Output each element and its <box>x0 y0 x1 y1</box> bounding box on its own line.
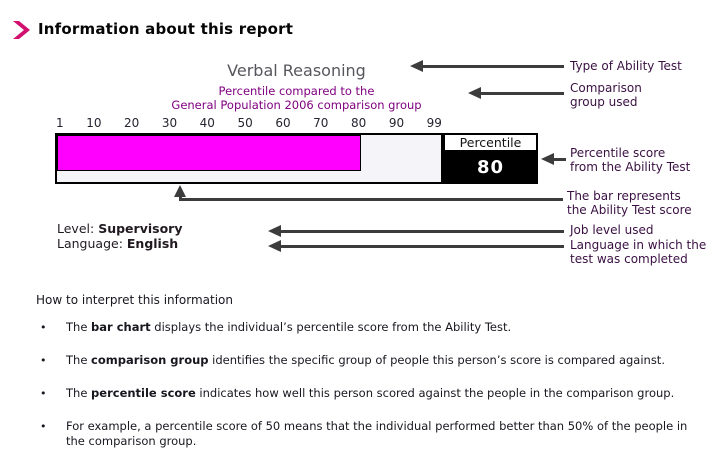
scale-label: 20 <box>124 116 140 130</box>
bullet-dot: • <box>40 321 47 334</box>
arrow-comparison-group-head <box>468 87 481 99</box>
percentile-box-header: Percentile <box>443 133 538 152</box>
annotation-type-of-test: Type of Ability Test <box>570 59 682 73</box>
job-level: Level: Supervisory <box>57 221 182 236</box>
job-level-value: Supervisory <box>98 221 183 236</box>
percentile-bar-fill <box>57 135 362 171</box>
test-language-label: Language: <box>57 236 123 251</box>
interpretation-list: • The bar chart displays the individual’s… <box>38 320 698 467</box>
chart-header: Verbal Reasoning Percentile compared to … <box>55 61 538 112</box>
percentile-bar-track <box>55 133 443 184</box>
bullet-dot: • <box>40 420 47 433</box>
test-language-value: English <box>126 236 179 251</box>
arrow-language-line <box>280 245 564 248</box>
arrow-comparison-group-line <box>480 92 564 95</box>
arrow-job-level-line <box>280 230 564 233</box>
job-level-label: Level: <box>57 221 95 236</box>
page-title: Information about this report <box>38 20 294 38</box>
scale-label: 90 <box>388 116 405 130</box>
interpretation-bullet: • The comparison group identifies the spe… <box>38 353 698 368</box>
bullet-text: For example, a percentile score of 50 me… <box>66 419 688 448</box>
arrow-type-of-test-line <box>422 65 564 68</box>
percentile-value-box: Percentile 80 <box>443 133 538 184</box>
bullet-dot: • <box>40 387 47 400</box>
bullet-text: The comparison group identifies the spec… <box>66 353 665 367</box>
scale-label: 30 <box>161 116 178 130</box>
arrow-percentile-score-head <box>541 153 554 165</box>
scale-label: 80 <box>350 116 367 130</box>
scale-label: 10 <box>86 116 102 130</box>
annotation-job-level: Job level used <box>570 223 654 237</box>
bullet-text: The bar chart displays the individual’s … <box>66 320 512 334</box>
bullet-dot: • <box>40 354 47 367</box>
arrow-language-head <box>268 240 281 252</box>
bullet-text: The percentile score indicates how well … <box>66 386 675 400</box>
scale-label: 70 <box>313 116 329 130</box>
arrow-type-of-test-head <box>410 60 423 72</box>
interpretation-bullet: • The percentile score indicates how well… <box>38 386 698 401</box>
scale-label: 50 <box>237 116 253 130</box>
arrow-bar-represents-head <box>174 185 186 197</box>
percentile-scale: 1 10 20 30 40 50 60 70 80 90 99 <box>55 116 443 130</box>
arrow-percentile-score-line <box>553 158 566 161</box>
scale-label: 99 <box>426 116 442 130</box>
scale-label: 40 <box>199 116 215 130</box>
interpretation-heading: How to interpret this information <box>36 293 233 307</box>
scale-label: 1 <box>56 116 64 130</box>
scale-label: 60 <box>275 116 291 130</box>
chevron-right-icon <box>13 21 30 39</box>
interpretation-bullet: • For example, a percentile score of 50 m… <box>38 419 698 449</box>
test-language: Language: English <box>57 236 178 251</box>
arrow-job-level-head <box>268 225 281 237</box>
chart-title: Verbal Reasoning <box>227 61 366 80</box>
percentile-score-value: 80 <box>443 152 538 184</box>
interpretation-bullet: • The bar chart displays the individual’s… <box>38 320 698 335</box>
arrow-bar-represents-line <box>179 198 563 201</box>
